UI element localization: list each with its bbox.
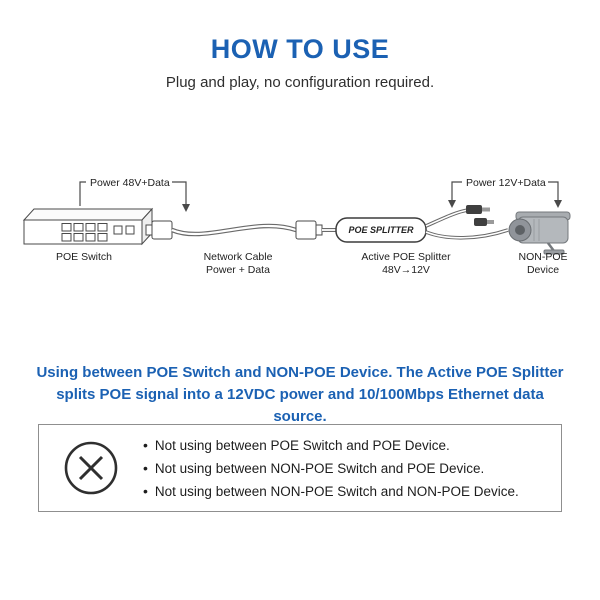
dc-power-cable-core <box>425 209 469 227</box>
page-subtitle: Plug and play, no configuration required… <box>165 74 435 91</box>
warning-item-text: Not using between POE Switch and POE Dev… <box>154 438 450 453</box>
arrow-down-icon <box>448 200 456 208</box>
callout-48v-label: Power 48V+Data <box>90 177 170 189</box>
crossed-circle-icon <box>64 441 118 495</box>
device-caption-line2: Device <box>527 264 559 276</box>
warning-item: Not using between POE Switch and POE Dev… <box>143 437 519 453</box>
device-caption-line1: NON-POE <box>518 251 567 263</box>
usage-description: Using between POE Switch and NON-POE Dev… <box>36 364 564 425</box>
warning-icon-wrap <box>39 439 143 497</box>
cable-caption-line1: Network Cable <box>204 251 273 263</box>
splitter-caption-line1: Active POE Splitter <box>361 251 451 263</box>
callout-48v-lines <box>79 181 187 206</box>
data-cable-core <box>425 229 509 239</box>
warning-item-text: Not using between NON-POE Switch and POE… <box>154 461 485 476</box>
warning-item-text: Not using between NON-POE Switch and NON… <box>154 484 519 499</box>
cable-caption-line2: Power + Data <box>206 264 270 276</box>
splitter-caption-line2: 48V→12V <box>382 264 430 276</box>
switch-ports <box>61 223 135 242</box>
warning-list: Not using between POE Switch and POE Dev… <box>143 437 519 499</box>
warning-item: Not using between NON-POE Switch and POE… <box>143 460 519 476</box>
rj45-connector-left <box>145 220 173 240</box>
rj45-connector-right <box>295 220 323 240</box>
callout-12v-label: Power 12V+Data <box>466 177 546 189</box>
arrow-down-icon <box>554 200 562 208</box>
dc-plug-icon <box>466 205 490 214</box>
network-cable-core <box>171 224 297 236</box>
poe-splitter-illustration: POE SPLITTER <box>335 217 427 243</box>
warning-item: Not using between NON-POE Switch and NON… <box>143 483 519 499</box>
connection-diagram: Power 48V+Data Power 12V+Data <box>22 177 571 276</box>
warning-box: Not using between POE Switch and POE Dev… <box>38 424 562 512</box>
arrow-down-icon <box>182 204 190 212</box>
splitter-body-label: POE SPLITTER <box>348 225 414 235</box>
callout-12v-lines <box>451 181 559 200</box>
poe-switch-illustration <box>22 207 154 246</box>
dc-jack-icon <box>474 218 494 226</box>
camera-illustration <box>508 211 571 255</box>
page-title: HOW TO USE <box>210 34 390 64</box>
switch-caption: POE Switch <box>56 251 112 263</box>
